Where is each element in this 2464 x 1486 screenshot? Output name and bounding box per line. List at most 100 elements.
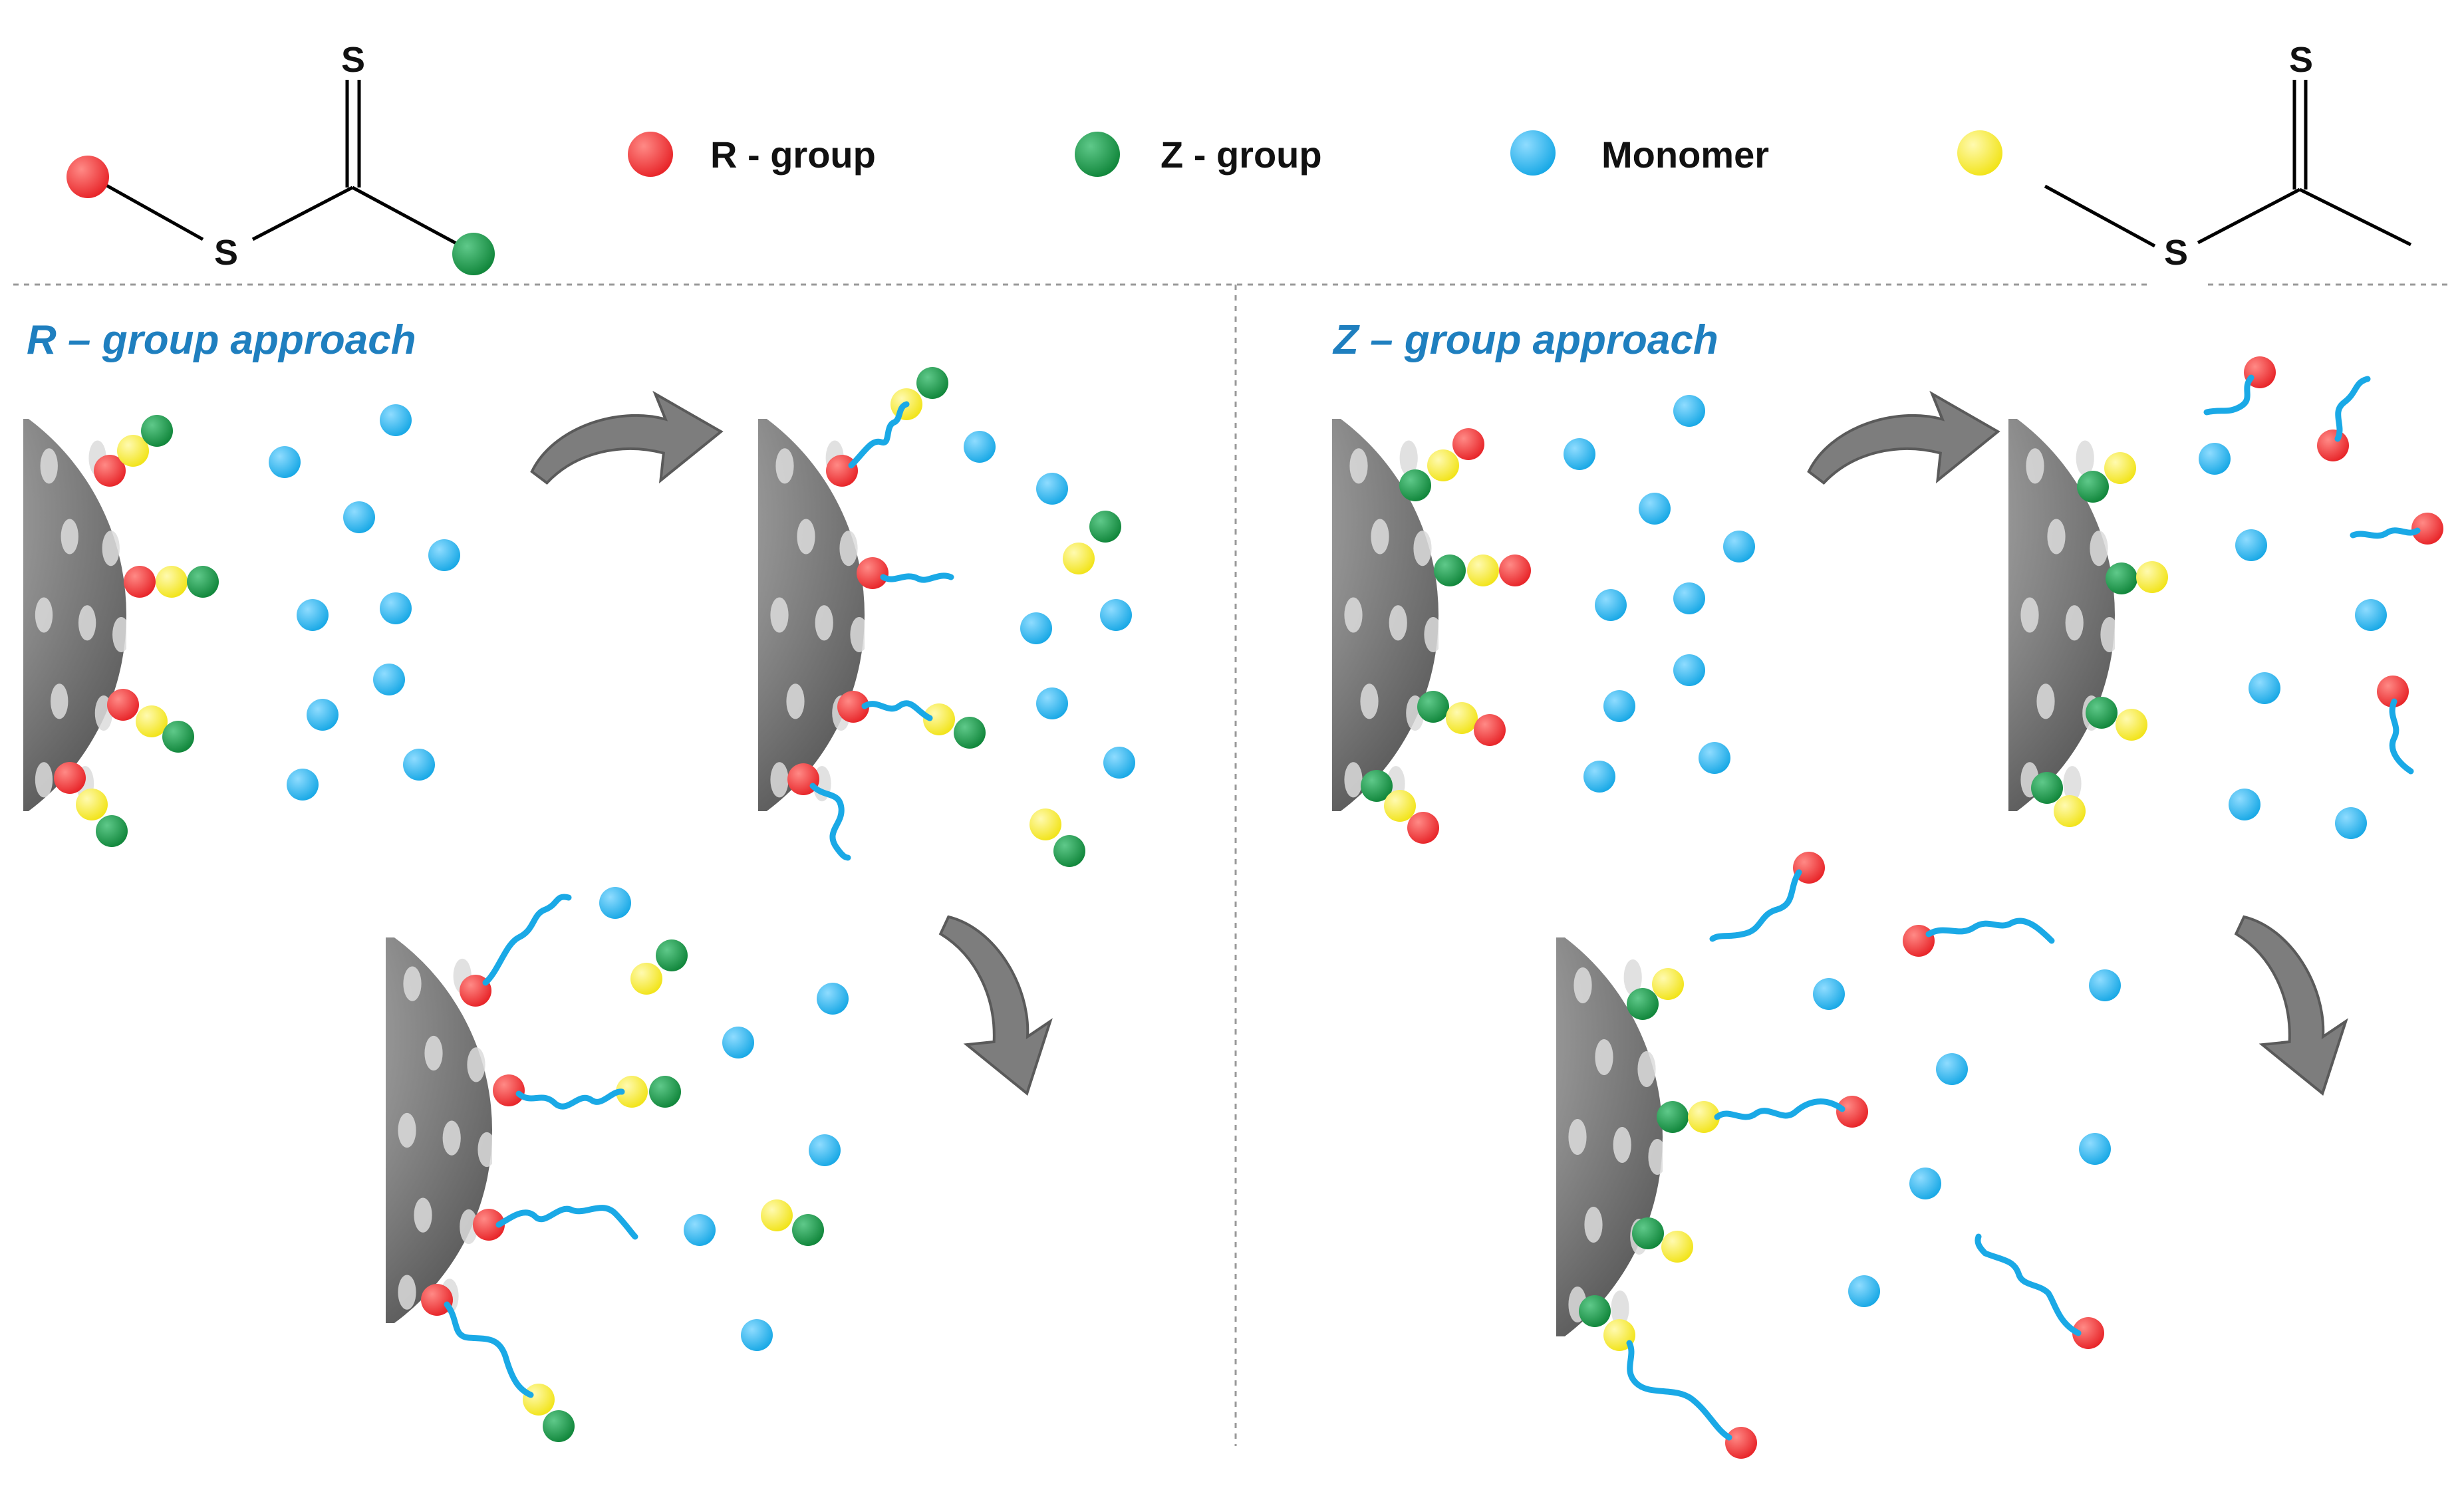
panel-title-right: Z – group approach [1332, 317, 1718, 363]
monomer-ball [1583, 761, 1615, 793]
r-group-ball [67, 156, 109, 198]
atom-s-bottom-right: S [2164, 233, 2188, 273]
monomer-ball [380, 592, 412, 624]
monomer-ball [428, 539, 460, 571]
r-group-ball [2411, 513, 2443, 545]
legend-z-swatch [1075, 132, 1120, 177]
leaving-group-ball [2116, 709, 2147, 741]
polymer-chain-icon [1626, 1340, 1732, 1441]
monomer-ball [817, 983, 849, 1015]
r-group-ball [1725, 1427, 1757, 1459]
polymer-chain-icon [861, 700, 933, 721]
r-group-ball [107, 689, 139, 721]
monomer-ball [1723, 531, 1755, 562]
z-group-ball [1657, 1101, 1689, 1133]
polymer-chain-icon [880, 572, 954, 583]
curved-arrow-icon [938, 915, 1053, 1096]
r-group-ball [1836, 1096, 1868, 1128]
monomer-ball [2199, 443, 2231, 475]
monomer-ball [741, 1319, 773, 1351]
leaving-group-ball [630, 963, 662, 995]
r-group-ball [54, 762, 86, 794]
z-group-ball [1579, 1295, 1611, 1327]
monomer-ball [599, 887, 631, 919]
monomer-ball [2355, 599, 2387, 631]
leaving-group-ball [2054, 795, 2086, 827]
monomer-ball [343, 501, 375, 533]
monomer-ball [1673, 582, 1705, 614]
monomer-ball [1036, 473, 1068, 505]
monomer-ball [1673, 654, 1705, 686]
monomer-ball [722, 1027, 754, 1058]
nanoparticle-icon [1332, 419, 1438, 811]
monomer-ball [1699, 742, 1730, 774]
polymer-chain-icon [1925, 918, 2055, 944]
r-group-ball [857, 557, 889, 589]
z-group-ball [2077, 471, 2109, 503]
monomer-ball [2089, 969, 2121, 1001]
monomer-ball [297, 599, 329, 631]
polymer-chain-icon [1714, 1098, 1846, 1120]
monomer-ball [1813, 978, 1845, 1010]
curved-arrow-icon [1807, 390, 2000, 485]
nanoparticle-icon [386, 937, 492, 1323]
leaving-group-ball [616, 1076, 648, 1108]
r-group-ball [1499, 555, 1531, 586]
leaving-group-ball [1688, 1101, 1720, 1133]
z-group-ball [2031, 772, 2063, 804]
polymer-chain-icon [2334, 376, 2371, 442]
atom-s-top-right: S [2289, 40, 2313, 80]
leaving-group-ball [117, 435, 149, 467]
r-group-ball [1452, 428, 1484, 460]
legend-r-swatch [628, 132, 673, 177]
curved-arrow-icon [530, 390, 724, 485]
z-group-ball [187, 566, 219, 598]
polymer-chain-icon [1975, 1233, 2082, 1336]
atom-s-top: S [341, 40, 365, 80]
monomer-ball [307, 699, 339, 731]
leaving-group-ball [1063, 543, 1095, 574]
leaving-group-ball [2136, 561, 2168, 593]
r-group-ball [2377, 676, 2409, 707]
z-group-ball [954, 717, 986, 749]
legend-z-label: Z - group [1161, 134, 1322, 176]
monomer-ball [373, 664, 405, 695]
z-group-ball [543, 1410, 575, 1442]
atom-s-bottom: S [214, 233, 238, 273]
legend-monomer-label: Monomer [1601, 134, 1769, 176]
monomer-ball [1639, 493, 1671, 525]
monomer-ball [287, 769, 319, 801]
monomer-ball [1595, 589, 1627, 621]
polymer-chain-icon [2203, 374, 2255, 416]
r-group-ball [124, 566, 156, 598]
leaving-group-ball [136, 705, 168, 737]
leaving-group-ball [2104, 452, 2136, 484]
monomer-ball [684, 1214, 716, 1246]
monomer-ball [2335, 807, 2367, 839]
leaving-group-ball [1661, 1231, 1693, 1263]
z-group-ball [1053, 835, 1085, 867]
polymer-chain-icon [482, 894, 572, 986]
monomer-ball [269, 446, 301, 478]
curved-arrow-icon [2234, 915, 2348, 1096]
polymer-chain-icon [2350, 527, 2421, 539]
z-group-ball [1399, 469, 1431, 501]
monomer-ball [1909, 1168, 1941, 1199]
polymer-chain-icon [515, 1088, 625, 1110]
scene-content [23, 356, 2443, 1459]
z-group-ball [452, 233, 495, 275]
monomer-ball [1848, 1275, 1880, 1307]
monomer-ball [1100, 599, 1132, 631]
polymer-chain-icon [1709, 869, 1802, 942]
r-group-ball [493, 1074, 525, 1106]
structure-right: S S [2044, 40, 2412, 273]
leaving-group-ball [1029, 808, 1061, 840]
z-group-ball [96, 815, 128, 847]
monomer-ball [809, 1134, 841, 1166]
monomer-ball [2079, 1133, 2111, 1165]
monomer-ball [1603, 690, 1635, 722]
panel-title-left: R – group approach [27, 317, 416, 363]
z-group-ball [1417, 691, 1449, 723]
structure-left: S S [67, 40, 495, 275]
